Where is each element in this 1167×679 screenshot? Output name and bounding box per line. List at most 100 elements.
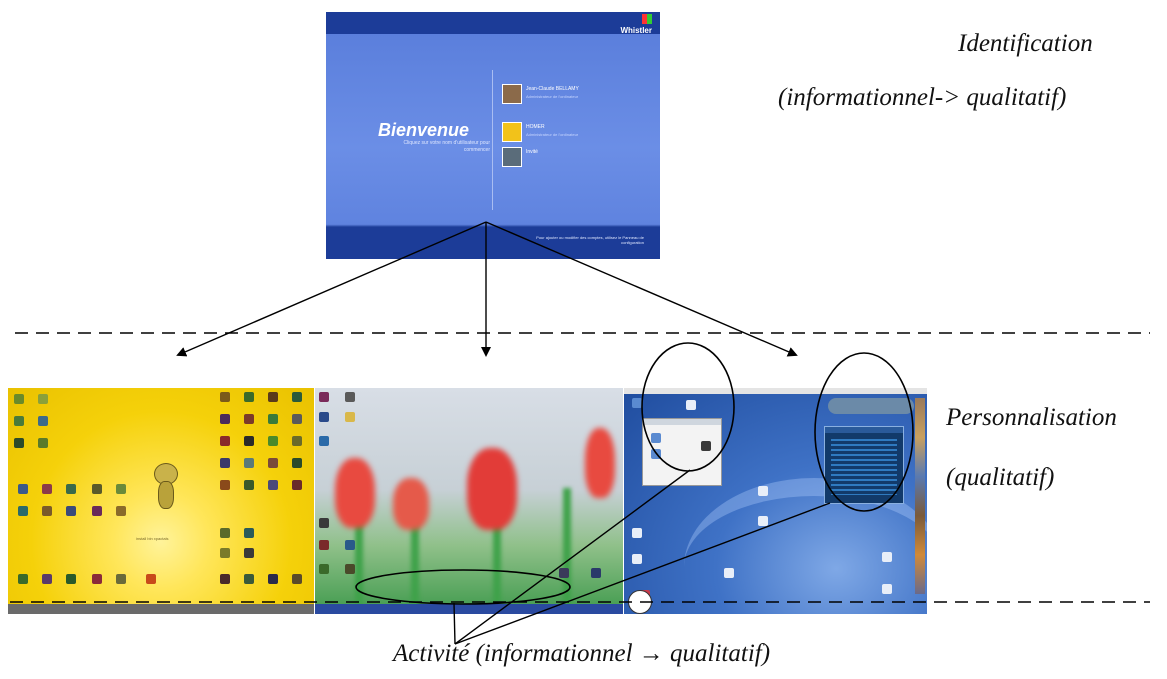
identification-label: Identification bbox=[958, 30, 1093, 57]
desktop-icon[interactable] bbox=[292, 392, 302, 402]
desktop-icon[interactable] bbox=[244, 574, 254, 584]
desktop-icon[interactable] bbox=[14, 438, 24, 448]
desktop-icon[interactable] bbox=[220, 528, 230, 538]
desktop-icon[interactable] bbox=[632, 528, 642, 538]
desktop-icon[interactable] bbox=[66, 484, 76, 494]
desktop-icon[interactable] bbox=[319, 412, 329, 422]
personnalisation-detail-label: (qualitatif) bbox=[946, 464, 1055, 491]
arrow-to-desktop-3 bbox=[485, 221, 798, 357]
welcome-divider bbox=[492, 70, 493, 210]
desktop-icon[interactable] bbox=[758, 486, 768, 496]
desktop-icon[interactable] bbox=[220, 414, 230, 424]
desktop-icon[interactable] bbox=[220, 548, 230, 558]
desktop-icon[interactable] bbox=[244, 436, 254, 446]
desktop-icon[interactable] bbox=[38, 416, 48, 426]
desktop-icon[interactable] bbox=[14, 416, 24, 426]
desktop-icon[interactable] bbox=[220, 574, 230, 584]
desktop-icon[interactable] bbox=[18, 484, 28, 494]
desktop-icon[interactable] bbox=[42, 574, 52, 584]
desktop-icon[interactable] bbox=[319, 518, 329, 528]
menu-bar[interactable] bbox=[624, 388, 927, 394]
desktop-icon[interactable] bbox=[244, 480, 254, 490]
desktop-icon[interactable] bbox=[292, 480, 302, 490]
desktop-icon[interactable] bbox=[92, 574, 102, 584]
desktop-icon[interactable] bbox=[92, 506, 102, 516]
user-tile[interactable]: HOMER Administrateur de l'ordinateur bbox=[502, 122, 652, 144]
taskbar[interactable] bbox=[315, 604, 623, 614]
welcome-footer: Pour ajouter ou modifier des comptes, ut… bbox=[536, 235, 644, 245]
desktop-icon[interactable] bbox=[146, 574, 156, 584]
desktop-icon[interactable] bbox=[220, 458, 230, 468]
desktop-icon[interactable] bbox=[319, 564, 329, 574]
desktop-icon[interactable] bbox=[591, 568, 601, 578]
desktop-icon[interactable] bbox=[18, 506, 28, 516]
desktop-icon[interactable] bbox=[66, 574, 76, 584]
user-avatar bbox=[502, 122, 522, 142]
user-tile[interactable]: Jean-Claude BELLAMY Administrateur de l'… bbox=[502, 84, 652, 106]
desktop-icon[interactable] bbox=[38, 394, 48, 404]
desktop-icon[interactable] bbox=[345, 412, 355, 422]
desktop-icon[interactable] bbox=[268, 414, 278, 424]
desktop-icon[interactable] bbox=[220, 480, 230, 490]
user-info: Administrateur de l'ordinateur bbox=[526, 94, 579, 99]
desktop-icon[interactable] bbox=[686, 400, 696, 410]
desktop-icon[interactable] bbox=[882, 552, 892, 562]
highlight-ellipse-player bbox=[814, 352, 914, 512]
desktop-icon[interactable] bbox=[559, 568, 569, 578]
desktop-icon[interactable] bbox=[345, 540, 355, 550]
alien-mascot bbox=[148, 463, 182, 511]
highlight-ellipse-taskbar bbox=[355, 569, 571, 605]
desktop-icon[interactable] bbox=[292, 436, 302, 446]
user-info: Administrateur de l'ordinateur bbox=[526, 132, 579, 137]
desktop-icon[interactable] bbox=[66, 506, 76, 516]
desktop-icon[interactable] bbox=[92, 484, 102, 494]
desktop-icon[interactable] bbox=[42, 484, 52, 494]
desktop-icon[interactable] bbox=[319, 436, 329, 446]
pointer-line bbox=[454, 469, 691, 645]
desktop-icon[interactable] bbox=[292, 414, 302, 424]
desktop-icon[interactable] bbox=[268, 574, 278, 584]
desktop-icon[interactable] bbox=[244, 392, 254, 402]
user-avatar bbox=[502, 84, 522, 104]
playlist[interactable] bbox=[831, 439, 897, 495]
desktop-icon[interactable] bbox=[244, 458, 254, 468]
desktop-center-text: install bin xpactals bbox=[136, 536, 169, 541]
desktop-icon[interactable] bbox=[220, 392, 230, 402]
taskbar[interactable] bbox=[8, 604, 314, 614]
desktop-icon[interactable] bbox=[632, 398, 642, 408]
welcome-title: Bienvenue bbox=[378, 120, 470, 140]
desktop-icon[interactable] bbox=[244, 414, 254, 424]
desktop-icon[interactable] bbox=[632, 554, 642, 564]
desktop-icon[interactable] bbox=[268, 436, 278, 446]
desktop-icon[interactable] bbox=[758, 516, 768, 526]
user-tile[interactable]: Invité bbox=[502, 147, 652, 169]
desktop-icon[interactable] bbox=[14, 394, 24, 404]
desktop-icon[interactable] bbox=[116, 506, 126, 516]
desktop-icon[interactable] bbox=[220, 436, 230, 446]
desktop-icon[interactable] bbox=[18, 574, 28, 584]
desktop-icon[interactable] bbox=[724, 568, 734, 578]
desktop-icon[interactable] bbox=[116, 574, 126, 584]
desktop-icon[interactable] bbox=[38, 438, 48, 448]
desktop-icon[interactable] bbox=[244, 528, 254, 538]
user-name: HOMER bbox=[526, 124, 545, 130]
desktop-icon[interactable] bbox=[345, 392, 355, 402]
desktop-icon[interactable] bbox=[319, 540, 329, 550]
desktop-icon[interactable] bbox=[292, 574, 302, 584]
desktop-icon[interactable] bbox=[244, 548, 254, 558]
desktop-icon[interactable] bbox=[268, 458, 278, 468]
player-window[interactable] bbox=[824, 426, 904, 504]
folder-icon[interactable] bbox=[651, 433, 661, 443]
desktop-icon[interactable] bbox=[882, 584, 892, 594]
desktop-icon[interactable] bbox=[116, 484, 126, 494]
desktop-icon[interactable] bbox=[268, 392, 278, 402]
dock[interactable] bbox=[915, 398, 925, 594]
desktop-icon[interactable] bbox=[268, 480, 278, 490]
desktop-icon[interactable] bbox=[42, 506, 52, 516]
tulip bbox=[335, 458, 375, 528]
desktop-icon[interactable] bbox=[345, 564, 355, 574]
desktop-icon[interactable] bbox=[319, 392, 329, 402]
tulip bbox=[467, 448, 517, 530]
file-icon[interactable] bbox=[701, 441, 711, 451]
desktop-icon[interactable] bbox=[292, 458, 302, 468]
